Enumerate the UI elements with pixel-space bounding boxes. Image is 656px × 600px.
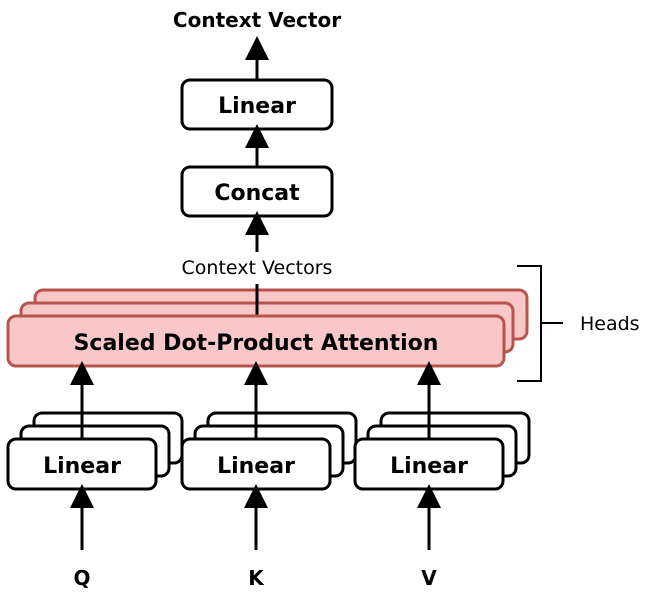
v-input-label: V [421,566,437,590]
q-input-label: Q [73,566,90,590]
k-linear-label: Linear [217,454,295,479]
linear-output-label: Linear [218,94,296,119]
v-linear-label: Linear [390,454,468,479]
context-vectors-label: Context Vectors [182,257,333,279]
k-input-label: K [248,566,265,590]
heads-label: Heads [580,313,640,335]
q-linear-label: Linear [43,454,121,479]
attention-label: Scaled Dot-Product Attention [74,331,439,356]
k-projection-group: Linear K [180,361,358,590]
heads-brace [517,265,563,382]
output-label: Context Vector [173,8,341,32]
q-projection-group: Linear Q [6,361,184,590]
concat-label: Concat [214,181,300,206]
v-projection-group: Linear V [353,361,531,590]
